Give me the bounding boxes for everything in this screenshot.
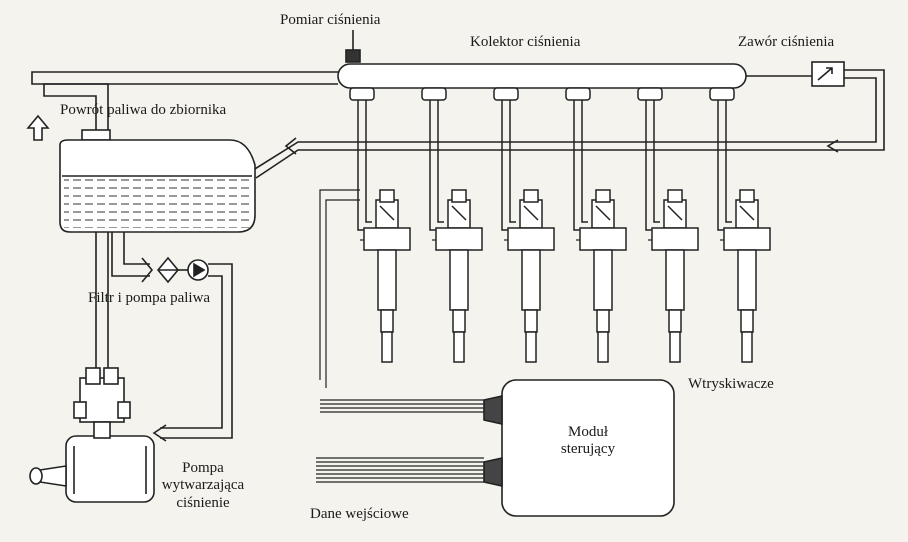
label-filter-pump: Filtr i pompa paliwa	[88, 290, 211, 306]
label-pressure-valve: Zawór ciśnienia	[738, 34, 835, 50]
pressure-valve	[746, 61, 885, 151]
label-pressure-rail: Kolektor ciśnienia	[470, 34, 581, 50]
label-control-module: Moduł sterujący	[560, 424, 616, 458]
injector	[421, 87, 483, 363]
injector	[709, 87, 771, 363]
fuel-filter	[156, 256, 180, 284]
control-module	[501, 379, 675, 517]
injector	[349, 87, 411, 363]
pressure-rail	[337, 63, 747, 89]
tank-feed-line	[111, 232, 150, 277]
return-line	[249, 141, 828, 173]
label-fuel-return: Powrót paliwa do zbiornika	[60, 102, 227, 118]
injector	[493, 87, 555, 363]
fuel-tank	[59, 129, 256, 233]
label-pressure-measurement: Pomiar ciśnienia	[280, 12, 381, 28]
injector	[565, 87, 627, 363]
fuel-pump	[187, 259, 209, 281]
lp-supply-line	[160, 263, 233, 439]
label-input-data: Dane wejściowe	[310, 506, 409, 522]
label-injectors: Wtryskiwacze	[688, 376, 774, 392]
high-pressure-pump	[29, 367, 155, 503]
injector	[637, 87, 699, 363]
label-hp-pump: Pompa wytwarzająca ciśnienie	[161, 460, 245, 511]
control-bus	[319, 189, 360, 380]
pressure-sensor	[345, 49, 361, 63]
return-line-lower	[255, 149, 828, 179]
control-bus	[325, 199, 360, 388]
